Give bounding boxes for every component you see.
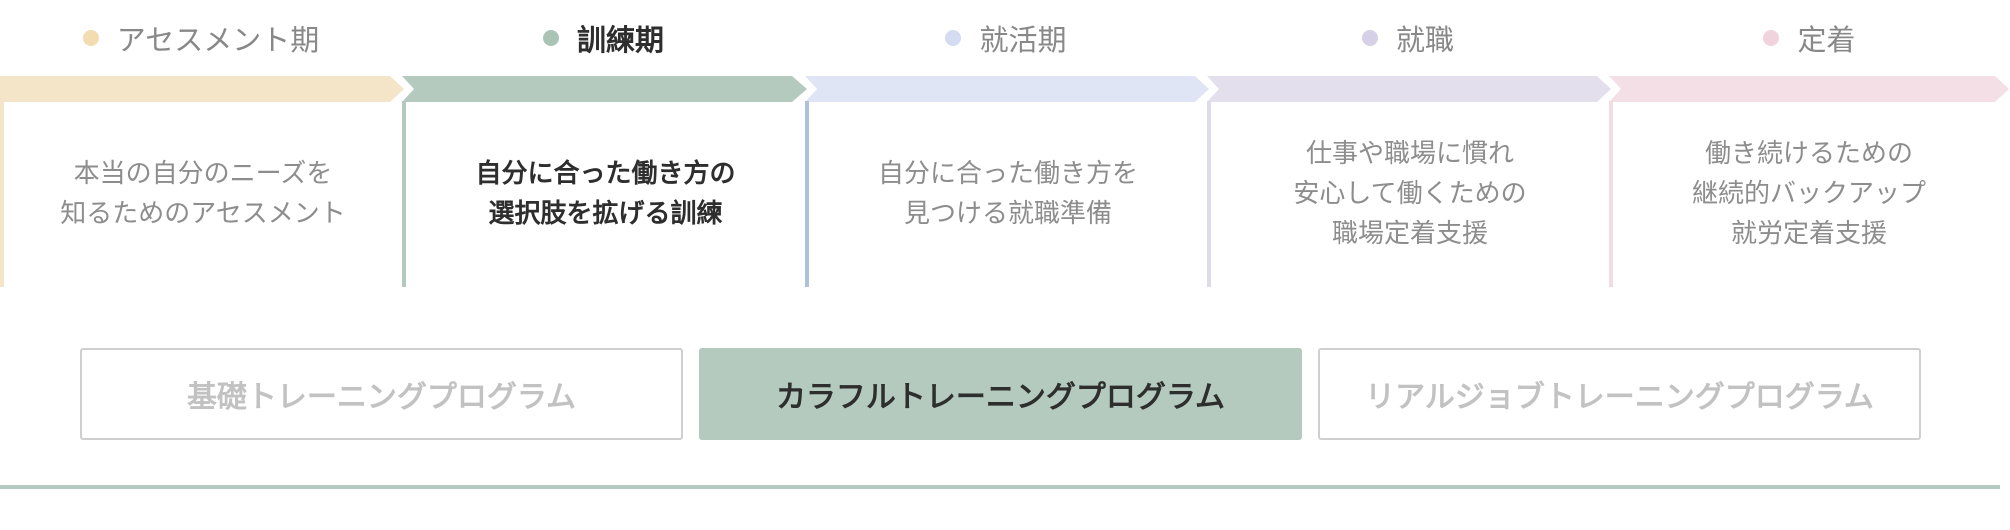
stage-head-assessment: アセスメント期 (0, 16, 402, 60)
stage-employment[interactable]: 就職 仕事や職場に慣れ 安心して働くための 職場定着支援 (1207, 0, 1611, 290)
stage-label-jobhunting: 就活期 (979, 23, 1067, 57)
stage-description-retention: 働き続けるための 継続的バックアップ 就労定着支援 (1691, 139, 1926, 249)
stage-assessment[interactable]: アセスメント期 本当の自分のニーズを 知るためのアセスメント (0, 0, 404, 290)
stage-head-retention: 定着 (1609, 16, 2010, 60)
stage-description-assessment: 本当の自分のニーズを 知るためのアセスメント (60, 159, 346, 229)
stage-body-jobhunting: 自分に合った働き方を 見つける就職準備 (805, 101, 1207, 287)
program-colorful-button[interactable]: カラフルトレーニングプログラム (699, 348, 1302, 440)
stage-description-jobhunting: 自分に合った働き方を 見つける就職準備 (877, 159, 1138, 229)
program-basic-button[interactable]: 基礎トレーニングプログラム (80, 348, 683, 440)
stage-label-assessment: アセスメント期 (116, 23, 320, 57)
stage-body-assessment: 本当の自分のニーズを 知るためのアセスメント (0, 101, 402, 287)
stage-label-training: 訓練期 (576, 23, 664, 57)
stage-dot-icon (82, 30, 99, 46)
program-realjob-button[interactable]: リアルジョブトレーニングプログラム (1318, 348, 1921, 440)
stage-timeline: アセスメント期 本当の自分のニーズを 知るためのアセスメント 訓練期 自分に合っ… (0, 0, 2010, 290)
stage-jobhunting[interactable]: 就活期 自分に合った働き方を 見つける就職準備 (805, 0, 1209, 290)
stage-arrow-employment (1207, 76, 1611, 102)
stage-dot-icon (1361, 30, 1378, 46)
stage-body-employment: 仕事や職場に慣れ 安心して働くための 職場定着支援 (1207, 101, 1609, 287)
stage-retention[interactable]: 定着 働き続けるための 継続的バックアップ 就労定着支援 (1609, 0, 2010, 290)
bottom-divider (0, 485, 2000, 489)
stage-description-training: 自分に合った働き方の 選択肢を拡げる訓練 (475, 159, 736, 229)
stage-arrow-retention (1609, 76, 2009, 102)
stage-head-employment: 就職 (1207, 16, 1609, 60)
stage-body-training: 自分に合った働き方の 選択肢を拡げる訓練 (402, 101, 805, 287)
stage-arrow-jobhunting (805, 76, 1209, 102)
stage-head-jobhunting: 就活期 (805, 16, 1207, 60)
stage-dot-icon (542, 30, 559, 46)
stage-arrow-training (402, 76, 807, 102)
stage-arrow-assessment (0, 76, 404, 102)
stage-body-retention: 働き続けるための 継続的バックアップ 就労定着支援 (1609, 101, 2005, 287)
program-selector: 基礎トレーニングプログラム カラフルトレーニングプログラム リアルジョブトレーニ… (80, 348, 1921, 442)
stage-dot-icon (945, 30, 962, 46)
stage-label-retention: 定着 (1797, 23, 1856, 57)
stage-head-training: 訓練期 (402, 16, 805, 60)
stage-dot-icon (1763, 30, 1780, 46)
stage-training[interactable]: 訓練期 自分に合った働き方の 選択肢を拡げる訓練 (402, 0, 807, 290)
stage-label-employment: 就職 (1395, 23, 1454, 57)
stage-description-employment: 仕事や職場に慣れ 安心して働くための 職場定着支援 (1293, 139, 1527, 249)
